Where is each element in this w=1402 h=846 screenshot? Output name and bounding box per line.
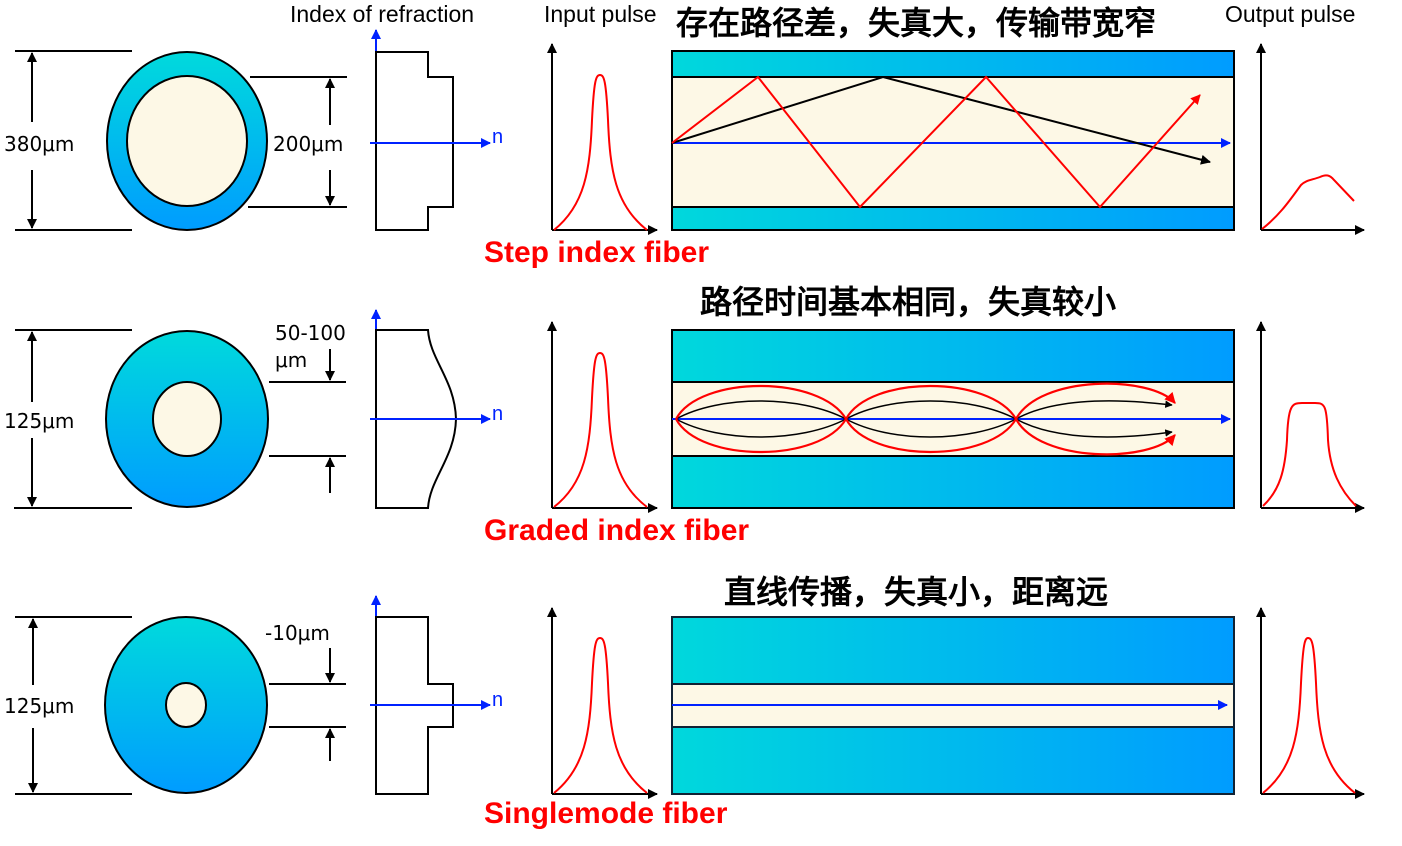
high-angle-ray — [671, 75, 1201, 209]
outer-diameter-dimension: 125μm — [4, 616, 132, 795]
step-index-row: 380μm 200μm n — [4, 4, 1365, 269]
input-pulse-curve — [553, 73, 648, 231]
low-angle-rays — [675, 400, 1173, 438]
outer-diameter-dimension: 125μm — [4, 329, 132, 509]
index-profile-graded: n — [370, 309, 503, 509]
graded-index-row: 125μm 50-100 μm n — [4, 283, 1365, 547]
singlemode-caption: 直线传播，失真小，距离远 — [724, 573, 1108, 611]
high-angle-rays — [675, 382, 1176, 456]
core-diameter-dimension: 50-100 μm — [269, 321, 346, 493]
core-diameter-label-line1: 50-100 — [275, 321, 346, 345]
input-pulse-graph — [547, 607, 658, 799]
core-diameter-label: 200μm — [273, 132, 343, 156]
input-pulse-graph — [547, 321, 658, 513]
n-axis-label: n — [492, 403, 503, 425]
output-pulse-graph — [1256, 607, 1365, 799]
output-pulse-header: Output pulse — [1225, 1, 1355, 27]
core-cross-section — [152, 381, 222, 457]
cladding-top — [671, 616, 1235, 685]
outer-diameter-label: 125μm — [4, 694, 74, 718]
step-fiber-longitudinal — [671, 50, 1235, 231]
outer-diameter-dimension: 380μm — [4, 50, 132, 231]
input-pulse-graph — [547, 43, 658, 235]
graded-fiber-longitudinal — [671, 329, 1235, 509]
step-caption: 存在路径差，失真大，传输带宽窄 — [676, 4, 1156, 42]
output-pulse-graph — [1256, 43, 1365, 235]
core-diameter-label-line2: μm — [275, 348, 307, 372]
output-pulse-curve — [1261, 174, 1355, 230]
n-axis-label: n — [492, 126, 503, 148]
index-profile-singlemode: n — [370, 595, 503, 795]
core-diameter-dimension: -10μm — [265, 621, 346, 761]
index-profile-step: n — [370, 29, 503, 231]
cladding-bottom — [671, 726, 1235, 795]
cladding-top — [671, 329, 1235, 383]
cladding-bottom — [671, 455, 1235, 509]
graded-index-fiber-label: Graded index fiber — [484, 514, 749, 547]
n-axis-label: n — [492, 689, 503, 711]
input-pulse-curve — [553, 636, 648, 794]
singlemode-row: 125μm -10μm n 直线传播，失真小，距离远 — [4, 573, 1365, 830]
core-diameter-label: -10μm — [265, 621, 330, 645]
cladding-top — [671, 50, 1235, 78]
output-pulse-curve — [1262, 636, 1356, 794]
step-index-fiber-label: Step index fiber — [484, 236, 709, 269]
singlemode-fiber-longitudinal — [671, 616, 1235, 795]
outer-diameter-label: 125μm — [4, 409, 74, 433]
singlemode-fiber-label: Singlemode fiber — [484, 797, 728, 830]
index-of-refraction-header: Index of refraction — [290, 1, 474, 27]
output-pulse-graph — [1256, 321, 1365, 513]
core-cross-section — [165, 682, 207, 728]
graded-caption: 路径时间基本相同，失真较小 — [700, 283, 1116, 321]
low-angle-ray — [671, 75, 1211, 165]
outer-diameter-label: 380μm — [4, 132, 74, 156]
cladding-bottom — [671, 206, 1235, 231]
core-diameter-dimension: 200μm — [248, 76, 347, 208]
input-pulse-curve — [553, 351, 648, 508]
output-pulse-curve — [1262, 402, 1357, 507]
input-pulse-header: Input pulse — [544, 1, 657, 27]
core-cross-section — [126, 75, 248, 207]
